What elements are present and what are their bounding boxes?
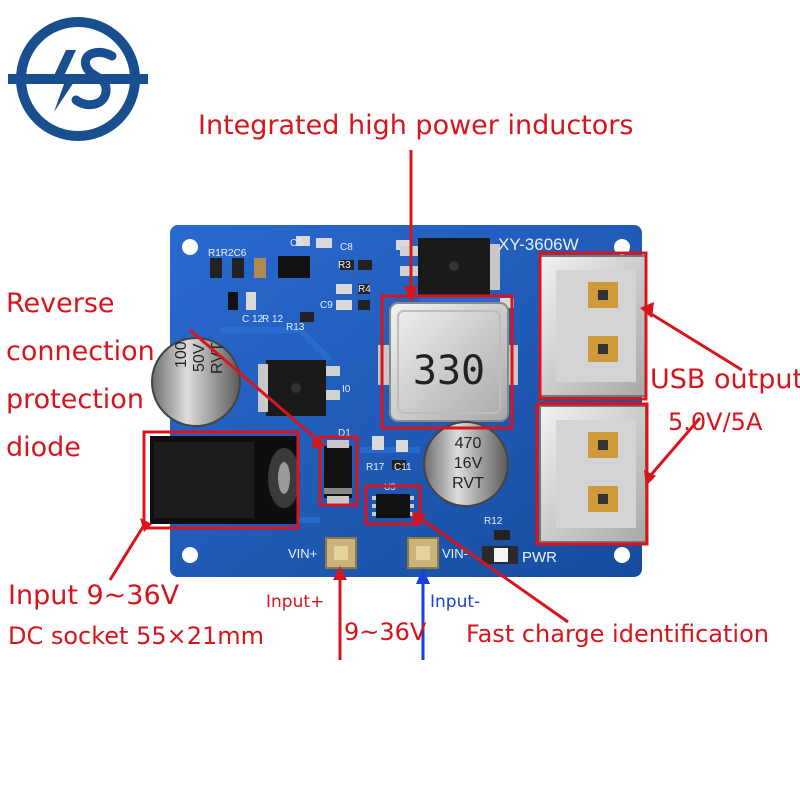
silk-c11: C11 <box>394 462 412 473</box>
silk-vin-minus: VIN- <box>442 546 468 561</box>
silk-c8: C8 <box>340 242 353 253</box>
reverse-callout-line1: Reverse <box>6 288 115 319</box>
silk-c5: C5 <box>290 238 303 249</box>
usb-port-bottom <box>539 405 647 543</box>
reverse-callout-line4: diode <box>6 432 81 463</box>
usb-callout-line2: 5.0V/5A <box>668 408 763 436</box>
cap-right-voltage: 16V <box>454 455 483 472</box>
cap-left-value: 100 <box>173 341 190 368</box>
cap-right-value: 470 <box>455 435 482 452</box>
logo-icon <box>8 17 148 141</box>
cap-right-brand: RVT <box>452 475 484 492</box>
silk-pwr: PWR <box>522 549 557 566</box>
usb-callout-line1: USB output <box>650 364 800 395</box>
silk-c12: C 12 <box>242 314 264 325</box>
input-callout-line2: DC socket 55×21mm <box>8 622 265 650</box>
silk-r12: R12 <box>484 516 503 527</box>
silk-r12c: R 12 <box>262 314 284 325</box>
vin-minus-pad <box>407 537 439 569</box>
input-callout-line1: Input 9~36V <box>8 580 180 611</box>
silk-r1: R1R2C6 <box>208 248 247 259</box>
reverse-callout-line3: protection <box>6 384 144 415</box>
silk-r13: R13 <box>286 322 305 333</box>
inductor: 330 <box>378 302 518 422</box>
dc-socket-highlight <box>142 430 300 530</box>
board-model: XY-3606W <box>498 235 579 254</box>
silk-r3: R3 <box>338 260 351 271</box>
ic-highlight <box>364 484 422 526</box>
callout-arrows <box>108 150 743 660</box>
protection-diode <box>324 440 352 504</box>
usb-top-highlight <box>538 251 648 401</box>
voltage-label: 9~36V <box>344 618 427 646</box>
capacitor-right: 470 16V RVT <box>423 421 509 507</box>
input-minus-arrow <box>416 568 430 660</box>
inductor-callout: Integrated high power inductors <box>198 110 634 141</box>
silk-vin-plus: VIN+ <box>288 546 317 561</box>
mosfet-left <box>258 360 340 416</box>
capacitor-left: 100 50V RVT <box>151 337 241 427</box>
silk-d1: D1 <box>338 428 351 439</box>
power-led <box>482 546 518 564</box>
input-minus-label: Input- <box>430 592 481 612</box>
mosfet-top <box>400 238 500 296</box>
silk-r17: R17 <box>366 462 385 473</box>
usb-port-top <box>539 255 647 397</box>
silk-c9: C9 <box>320 300 333 311</box>
silk-io: I0 <box>342 384 351 395</box>
input-plus-label: Input+ <box>266 592 325 612</box>
diode-highlight <box>318 435 359 507</box>
arrow-heads <box>140 286 656 580</box>
smd-components <box>210 236 514 540</box>
cap-left-voltage: 50V <box>191 343 208 372</box>
inductor-code: 330 <box>413 348 485 394</box>
inductor-highlight <box>380 294 514 430</box>
fast-charge-ic <box>372 494 414 518</box>
reverse-callout-line2: connection <box>6 336 155 367</box>
dc-socket <box>150 436 300 524</box>
fast-charge-callout: Fast charge identification <box>466 620 769 648</box>
silk-r4: R4 <box>358 284 371 295</box>
vin-plus-pad <box>325 537 357 569</box>
